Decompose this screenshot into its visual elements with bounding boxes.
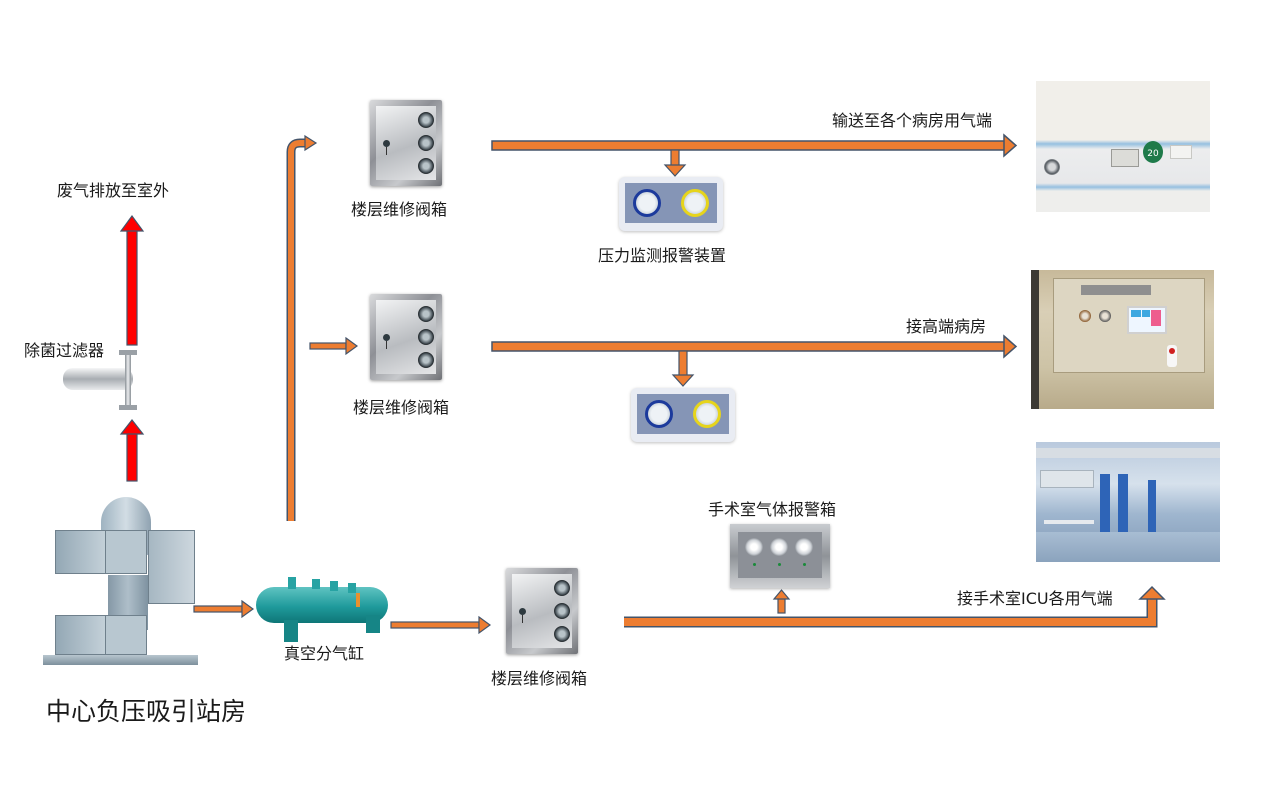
or-alarm-label: 手术室气体报警箱 (708, 500, 837, 519)
supply-line-wards (491, 133, 1018, 177)
sterilizing-filter-image (55, 350, 150, 410)
lock-icon (383, 140, 390, 155)
lock-icon (519, 608, 526, 623)
icu-operating-room-photo (1036, 442, 1220, 562)
pressure-alarm-device-1 (619, 177, 723, 231)
station-title: 中心负压吸引站房 (46, 697, 247, 726)
ward-gas-terminal-photo: 20 (1036, 81, 1210, 212)
lock-icon (383, 334, 390, 349)
supply-line-or-icu (624, 585, 1166, 628)
supply-line-premium (491, 334, 1018, 387)
pressure-alarm-label: 压力监测报警装置 (598, 246, 727, 265)
riser-pipe (286, 134, 318, 521)
to-wards-label: 输送至各个病房用气端 (832, 111, 993, 130)
vacuum-manifold-image (256, 575, 388, 643)
exhaust-arrow-lower (119, 419, 145, 482)
floor-valve-box-2 (370, 294, 442, 380)
station-to-tank-arrow (193, 599, 255, 619)
exhaust-arrow-upper (119, 214, 145, 346)
ward-badge: 20 (1143, 141, 1163, 163)
tank-to-valve-3-arrow (390, 615, 492, 635)
manifold-label: 真空分气缸 (284, 644, 365, 663)
branch-arrow-valve-2 (309, 336, 359, 356)
exhaust-label: 废气排放至室外 (57, 181, 170, 200)
valve-box-1-label: 楼层维修阀箱 (351, 200, 448, 219)
floor-valve-box-1 (370, 100, 442, 186)
vacuum-station-image (38, 495, 203, 667)
to-premium-wards-label: 接高端病房 (906, 317, 987, 336)
floor-valve-box-3 (506, 568, 578, 654)
to-or-icu-label: 接手术室ICU各用气端 (957, 589, 1113, 608)
or-gas-alarm-box (730, 524, 830, 588)
valve-box-2-label: 楼层维修阀箱 (353, 398, 450, 417)
valve-box-3-label: 楼层维修阀箱 (491, 669, 588, 688)
premium-ward-panel-photo (1031, 270, 1214, 409)
filter-label: 除菌过滤器 (24, 341, 105, 360)
pressure-alarm-device-2 (631, 388, 735, 442)
